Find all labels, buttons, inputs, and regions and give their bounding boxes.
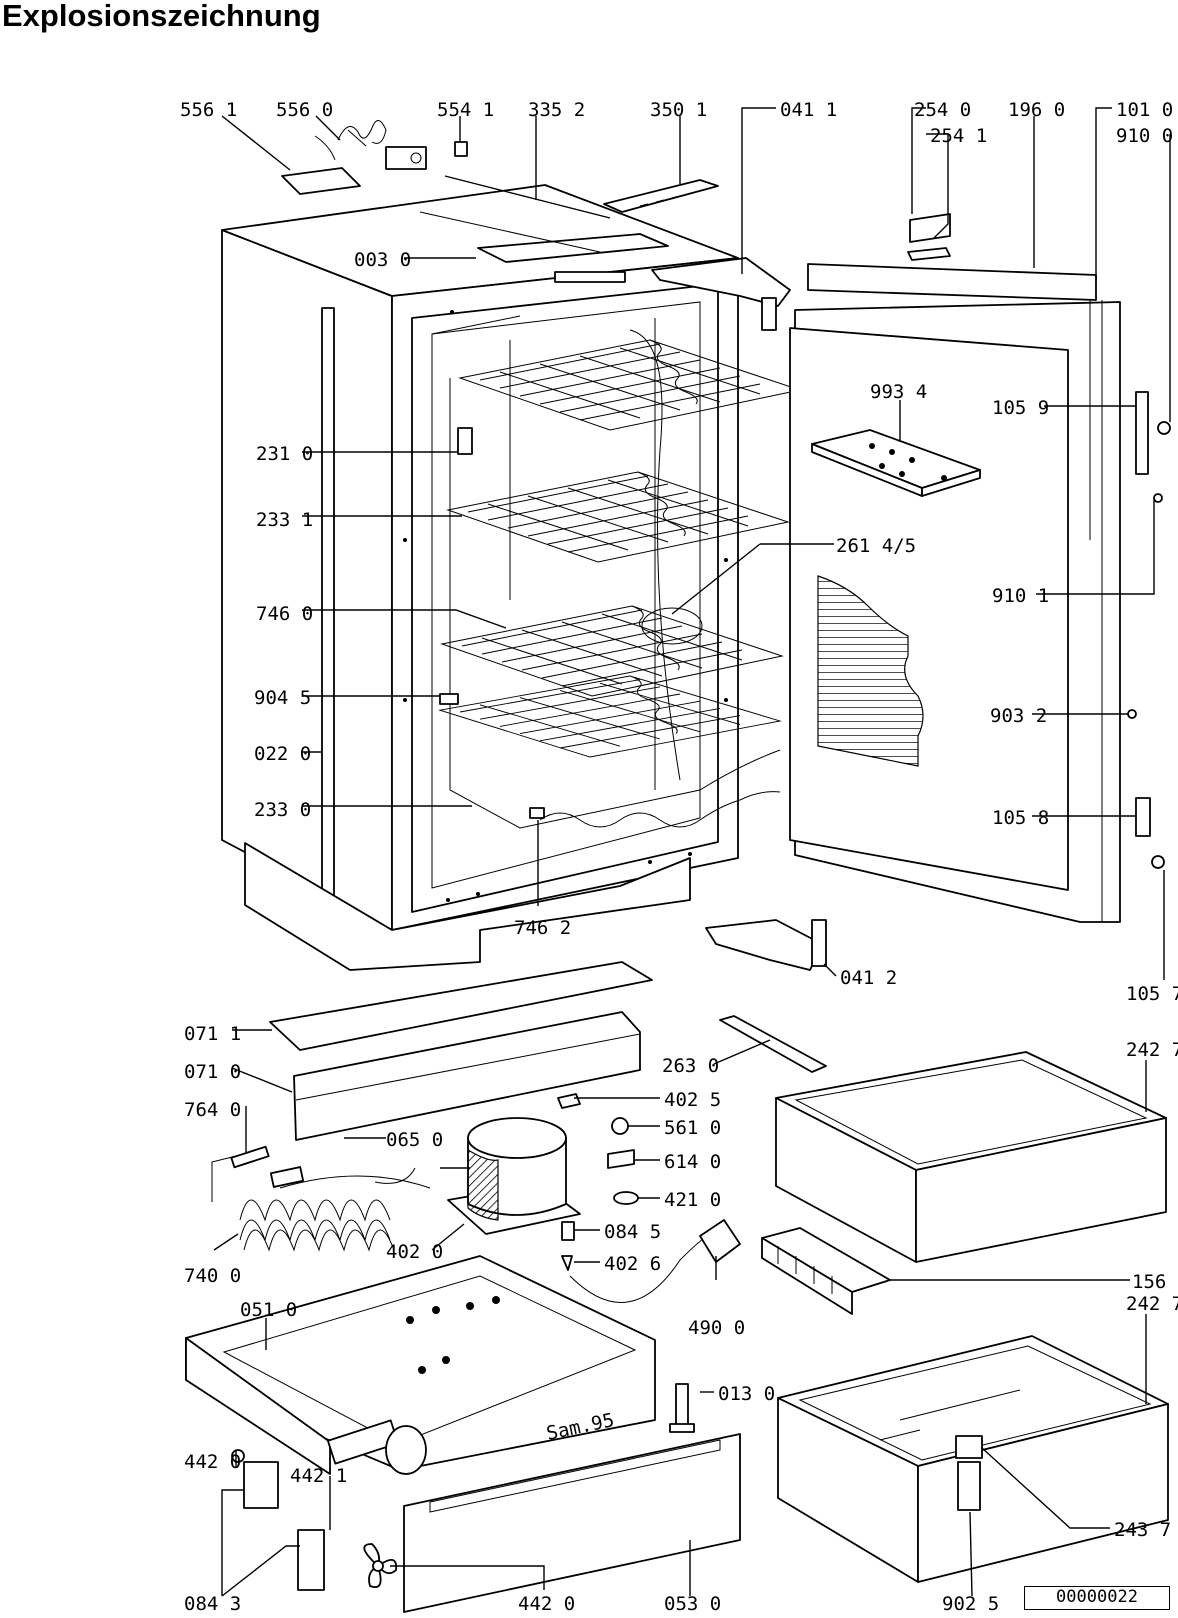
bracket-263-0 [719, 1015, 827, 1073]
label-105-7: 105 7 [1126, 983, 1178, 1005]
crisper-lower-242-7 [777, 1335, 1169, 1583]
label-156-0: 156 0 [1132, 1271, 1178, 1293]
hinge-105-9 [1135, 391, 1149, 475]
label-335-2: 335 2 [528, 99, 585, 121]
label-013-0: 013 0 [718, 1383, 775, 1405]
bracket-904-5 [439, 693, 459, 705]
label-764-0: 764 0 [184, 1099, 241, 1121]
label-105-8: 105 8 [992, 807, 1049, 829]
label-902-5: 902 5 [942, 1593, 999, 1615]
crisper-upper-242-7 [775, 1051, 1167, 1263]
handle-243-7 [955, 1435, 983, 1459]
rod-335-2 [444, 175, 611, 219]
compressor-402-0 [440, 1117, 581, 1235]
base-tray-051-0: Sam.95 [185, 1255, 656, 1475]
door [789, 263, 1171, 923]
label-022-0: 022 0 [254, 743, 311, 765]
hinge-105-8 [1135, 797, 1151, 837]
plug-490-0 [699, 1219, 741, 1263]
part-402-6 [561, 1255, 573, 1271]
side-strip [321, 307, 335, 929]
label-910-1: 910 1 [992, 585, 1049, 607]
label-554-1: 554 1 [437, 99, 494, 121]
label-904-5: 904 5 [254, 687, 311, 709]
label-490-0: 490 0 [688, 1317, 745, 1339]
label-101-0: 101 0 [1116, 99, 1173, 121]
label-402-0: 402 0 [386, 1241, 443, 1263]
label-084-5: 084 5 [604, 1221, 661, 1243]
label-561-0: 561 0 [664, 1117, 721, 1139]
label-254-1: 254 1 [930, 125, 987, 147]
part-421-0 [613, 1191, 639, 1205]
dryer-764-0 [230, 1145, 270, 1169]
label-242-7-lower: 242 7 [1126, 1293, 1178, 1315]
condenser-740-0 [239, 1199, 395, 1252]
label-003-0: 003 0 [354, 249, 411, 271]
label-233-1: 233 1 [256, 509, 313, 531]
part-084-5 [561, 1221, 575, 1241]
cover-556-1 [281, 167, 361, 195]
cabinet [221, 175, 739, 971]
label-242-7-upper: 242 7 [1126, 1039, 1178, 1061]
label-746-2: 746 2 [514, 917, 571, 939]
label-051-0: 051 0 [240, 1299, 297, 1321]
label-740-0: 740 0 [184, 1265, 241, 1287]
motor-084-3 [243, 1461, 279, 1509]
leader-lines [213, 107, 1171, 1597]
label-231-0: 231 0 [256, 443, 313, 465]
label-350-1: 350 1 [650, 99, 707, 121]
label-993-4: 993 4 [870, 381, 927, 403]
filter-065-0 [269, 1166, 305, 1188]
lamp-350-1 [603, 179, 719, 213]
wire-shelves [439, 318, 802, 829]
label-065-0: 065 0 [386, 1129, 443, 1151]
label-402-5: 402 5 [664, 1089, 721, 1111]
hinge-041-1 [651, 257, 791, 307]
hinge-041-2 [705, 919, 823, 971]
label-233-0: 233 0 [254, 799, 311, 821]
skirt-053-0 [403, 1433, 741, 1613]
part-614-0 [607, 1149, 635, 1169]
panel-071-1 [269, 961, 653, 1051]
page-title: Explosionszeichnung [2, 0, 321, 33]
label-261-4-5: 261 4/5 [836, 535, 916, 557]
bracket-231-0 [457, 427, 473, 455]
clip-554-1 [454, 141, 468, 157]
document-number-box: 00000022 [1024, 1586, 1170, 1610]
label-105-9: 105 9 [992, 397, 1049, 419]
part-labels: 556 1 556 0 554 1 335 2 350 1 041 1 254 … [180, 99, 1178, 1615]
clip-402-5 [557, 1093, 581, 1109]
label-614-0: 614 0 [664, 1151, 721, 1173]
label-254-0: 254 0 [914, 99, 971, 121]
relay-561-0 [611, 1117, 629, 1135]
ice-tray-156-0 [761, 1227, 891, 1315]
label-910-0: 910 0 [1116, 125, 1173, 147]
label-421-0: 421 0 [664, 1189, 721, 1211]
label-556-1: 556 1 [180, 99, 237, 121]
label-041-2: 041 2 [840, 967, 897, 989]
label-084-3: 084 3 [184, 1593, 241, 1615]
bracket-746-2 [529, 807, 545, 819]
label-903-2: 903 2 [990, 705, 1047, 727]
label-071-1: 071 1 [184, 1023, 241, 1045]
label-263-0: 263 0 [662, 1055, 719, 1077]
label-442-0-top: 442 0 [184, 1451, 241, 1473]
handle-254-0 [909, 213, 951, 243]
label-053-0: 053 0 [664, 1593, 721, 1615]
top-cover-plate [477, 233, 669, 263]
label-746-0: 746 0 [256, 603, 313, 625]
thermostat-556-0 [385, 146, 427, 170]
label-442-0-bottom: 442 0 [518, 1593, 575, 1615]
label-556-0: 556 0 [276, 99, 333, 121]
label-041-1: 041 1 [780, 99, 837, 121]
label-442-1: 442 1 [290, 1465, 347, 1487]
label-402-6: 402 6 [604, 1253, 661, 1275]
label-071-0: 071 0 [184, 1061, 241, 1083]
flap-902-5 [957, 1461, 981, 1511]
label-196-0: 196 0 [1008, 99, 1065, 121]
panel-071-0 [293, 1011, 641, 1141]
label-243-7: 243 7 [1114, 1519, 1171, 1541]
